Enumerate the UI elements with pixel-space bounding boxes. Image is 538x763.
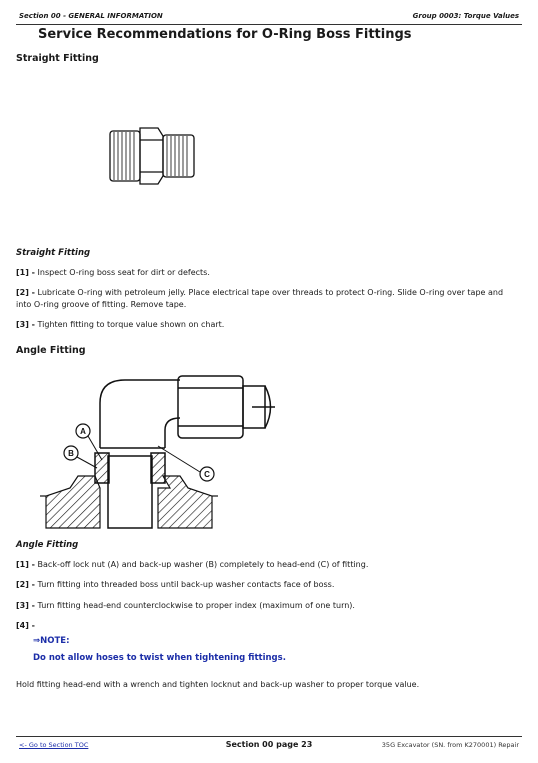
angle-fitting-illustration: A B C [40, 375, 275, 529]
page-header: Section 00 - GENERAL INFORMATION Group 0… [16, 11, 522, 25]
straight-step-1: [1] - Inspect O-ring boss seat for dirt … [16, 267, 518, 279]
step-number: [2] - [16, 288, 35, 297]
fitting-body [94, 379, 181, 529]
straight-fitting-illustration [109, 127, 195, 185]
note-text: Do not allow hoses to twist when tighten… [33, 653, 286, 663]
straight-step-2: [2] - Lubricate O-ring with petroleum je… [16, 287, 518, 311]
step-text: Tighten fitting to torque value shown on… [37, 320, 225, 329]
toc-link[interactable]: <- Go to Section TOC [19, 741, 89, 749]
angle-fitting-caption: Angle Fitting [16, 540, 79, 550]
step-number: [3] - [16, 601, 35, 610]
callout-c: C [204, 470, 210, 479]
straight-fitting-caption: Straight Fitting [16, 248, 91, 258]
angle-fitting-heading: Angle Fitting [16, 345, 86, 356]
section-label: Section 00 - GENERAL INFORMATION [19, 12, 163, 20]
callout-a: A [80, 427, 86, 436]
callout-b: B [68, 449, 74, 458]
angle-step-3: [3] - Turn fitting head-end counterclock… [16, 600, 518, 612]
angle-step-1: [1] - Back-off lock nut (A) and back-up … [16, 559, 518, 571]
straight-step-3: [3] - Tighten fitting to torque value sh… [16, 319, 518, 331]
step-number: [4] - [16, 621, 35, 630]
swivel-nut [177, 375, 275, 439]
model-label: 35G Excavator (SN. from K270001) Repair [381, 741, 519, 749]
step-number: [1] - [16, 268, 35, 277]
step-number: [3] - [16, 320, 35, 329]
angle-step-2: [2] - Turn fitting into threaded boss un… [16, 579, 518, 591]
page-number: Section 00 page 23 [225, 740, 313, 749]
step-text: Back-off lock nut (A) and back-up washer… [37, 560, 369, 569]
step-number: [2] - [16, 580, 35, 589]
step-text: Turn fitting into threaded boss until ba… [37, 580, 335, 589]
angle-step-4: [4] - [16, 620, 518, 632]
final-instruction: Hold fitting head-end with a wrench and … [16, 680, 420, 689]
note-label: ⇒NOTE: [33, 636, 70, 646]
step-number: [1] - [16, 560, 35, 569]
straight-fitting-heading: Straight Fitting [16, 53, 99, 64]
page-title: Service Recommendations for O-Ring Boss … [38, 27, 412, 42]
step-text: Turn fitting head-end counterclockwise t… [37, 601, 355, 610]
page-footer: <- Go to Section TOC Section 00 page 23 … [16, 736, 522, 753]
step-text: Inspect O-ring boss seat for dirt or def… [37, 268, 210, 277]
step-text: Lubricate O-ring with petroleum jelly. P… [16, 288, 504, 309]
boss-base [40, 475, 218, 529]
group-label: Group 0003: Torque Values [412, 12, 519, 20]
